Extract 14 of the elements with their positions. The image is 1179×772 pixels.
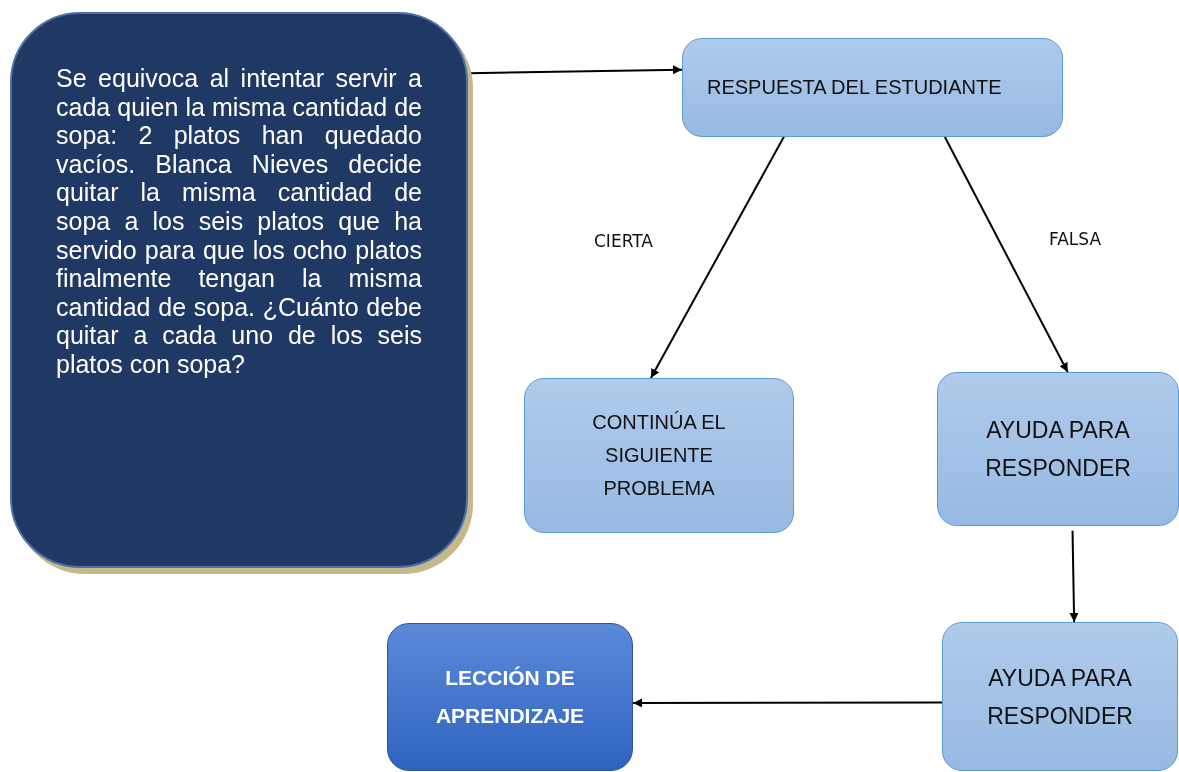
process-box xyxy=(942,622,1178,771)
box-label: AYUDA PARA RESPONDER xyxy=(986,663,1134,731)
lesson-box xyxy=(387,623,633,771)
box-label: AYUDA PARA RESPONDER xyxy=(984,416,1132,483)
box-label: RESPUESTA DEL ESTUDIANTE xyxy=(707,75,1002,100)
process-box xyxy=(937,372,1179,526)
problem-text: Se equivoca al intentar servir a cada quien la misma cantidad de sopa: 2 platos han quedado vacíos. Blanca Nieves decide quitar la misma cantidad de sopa a los seis platos que ha servido para que los ocho platos finalmente tengan la misma cantidad de sopa. ¿Cuánto debe quitar a cada uno de los seis platos con sopa? xyxy=(56,64,422,379)
process-box xyxy=(682,38,1063,137)
box-label: LECCIÓN DE APRENDIZAJE xyxy=(434,665,586,729)
arrow xyxy=(1069,529,1079,623)
process-box xyxy=(524,378,794,533)
arrow xyxy=(632,698,943,708)
box-label: CONTINÚA EL SIGUIENTE PROBLEMA xyxy=(591,410,727,501)
arrow xyxy=(943,136,1069,373)
